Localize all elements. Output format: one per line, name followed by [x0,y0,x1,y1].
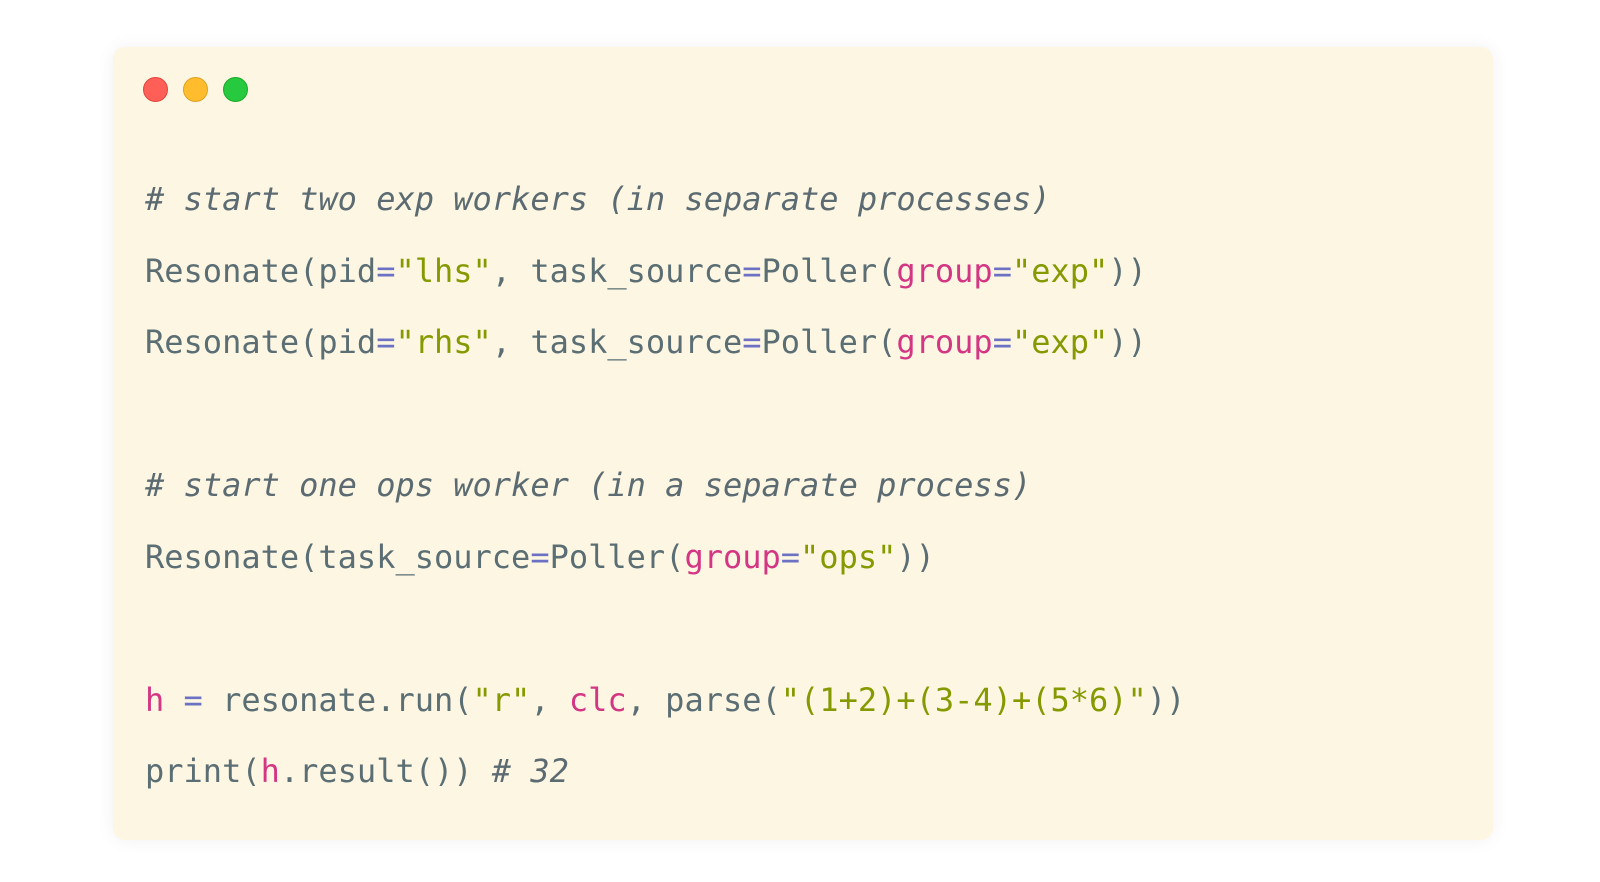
code-token: )) [1146,680,1186,719]
code-comment: # start one ops worker (in a separate pr… [145,466,1032,504]
code-string: "(1+2)+(3-4)+(5*6)" [780,680,1147,719]
code-operator: = [742,323,762,361]
code-window: # start two exp workers (in separate pro… [113,47,1493,840]
code-string: "exp" [1011,251,1109,290]
code-token: Poller( [761,323,897,361]
code-keyword: clc [568,680,627,719]
code-string: "exp" [1011,323,1109,361]
code-token: , [530,680,569,719]
code-line-9: print(h.result()) # 32 [145,736,1185,808]
code-line-2: Resonate(pid="lhs", task_source=Poller(g… [145,236,1185,308]
code-token [164,681,183,719]
code-token: Resonate(pid [145,323,377,361]
code-keyword: group [896,323,993,361]
code-operator: = [183,680,203,719]
code-token: , task_source [491,251,743,290]
minimize-icon[interactable] [183,77,208,102]
code-block: # start two exp workers (in separate pro… [145,164,1185,808]
code-line-7-empty [145,593,1185,665]
code-token: , parse( [626,680,781,719]
code-token: print( [145,752,261,790]
code-comment: # start two exp workers (in separate pro… [145,180,1051,218]
code-token: .result()) [279,752,492,790]
close-icon[interactable] [143,77,168,102]
code-keyword: group [896,251,993,290]
code-token: Poller( [761,251,897,290]
code-operator: = [992,323,1012,361]
code-token: Resonate(pid [145,251,377,290]
code-operator: = [376,251,396,290]
code-string: "lhs" [395,251,492,290]
code-line-4-empty [145,379,1185,451]
code-string: "ops" [800,537,897,576]
code-line-8: h = resonate.run("r", clc, parse("(1+2)+… [145,665,1185,737]
code-string: "r" [472,680,531,719]
code-comment: # 32 [491,752,569,790]
code-token: resonate.run( [202,680,473,719]
code-token: )) [896,537,935,576]
code-line-1: # start two exp workers (in separate pro… [145,164,1185,236]
code-token: Resonate(task_source [145,537,531,576]
code-line-3: Resonate(pid="rhs", task_source=Poller(g… [145,307,1185,379]
code-token: , task_source [491,323,743,361]
code-token: Poller( [549,537,685,576]
code-variable: h [260,752,280,790]
code-operator: = [742,251,762,290]
code-operator: = [780,537,801,576]
code-operator: = [530,537,550,576]
code-operator: = [992,251,1012,290]
code-keyword: group [684,537,781,576]
code-token: )) [1108,251,1147,290]
code-line-5: # start one ops worker (in a separate pr… [145,450,1185,522]
code-line-6: Resonate(task_source=Poller(group="ops")… [145,522,1185,594]
code-token: )) [1108,323,1147,361]
maximize-icon[interactable] [223,77,248,102]
code-string: "rhs" [395,323,492,361]
code-operator: = [376,323,396,361]
code-variable: h [145,680,165,719]
